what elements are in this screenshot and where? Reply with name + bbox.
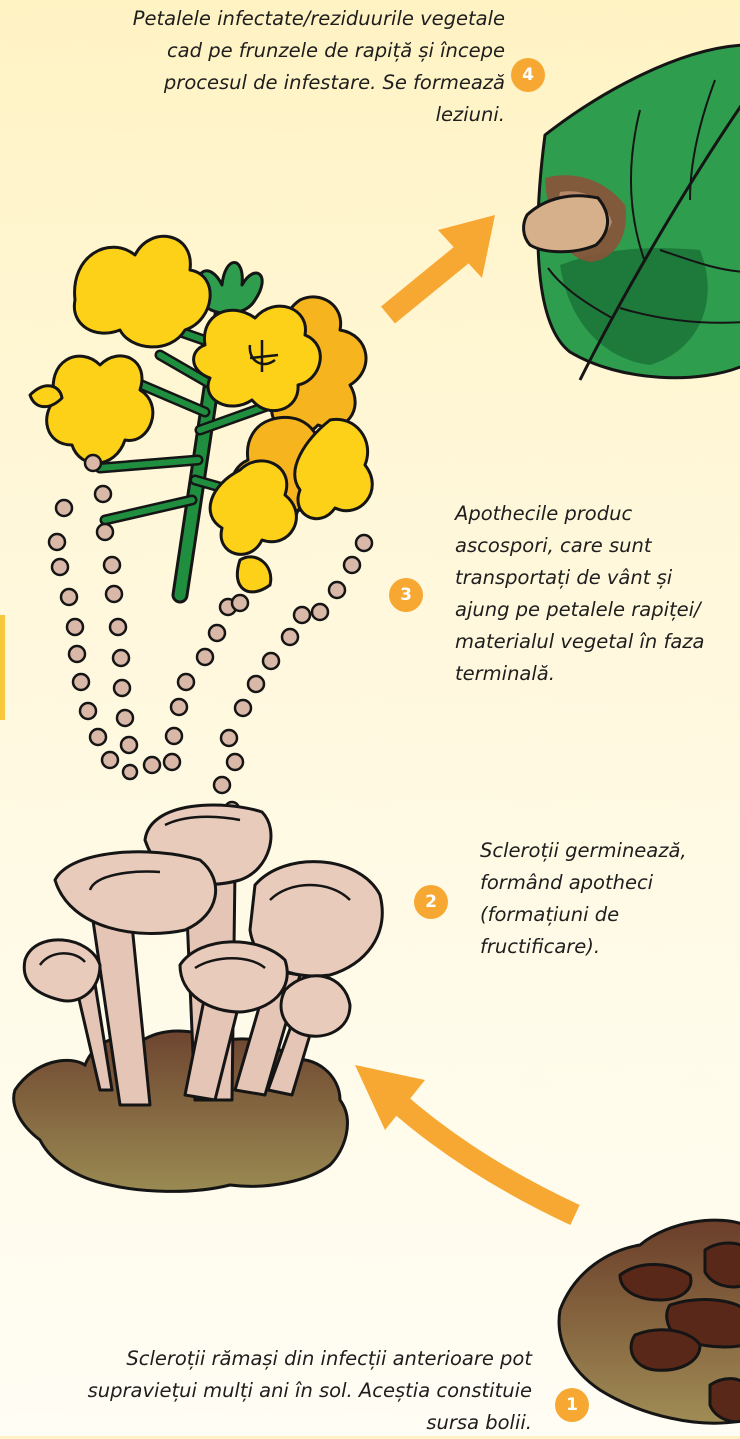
apothecia-icon [24,805,382,1105]
step-4-text: Petalele infectate/reziduurile vegetale … [100,3,505,131]
step-1-text: Scleroții rămași din infecții anterioare… [70,1343,532,1439]
arrow-icon [355,1065,575,1215]
step-2-badge: 2 [414,885,448,919]
step-4-badge: 4 [511,58,545,92]
arrow-icon [388,215,495,315]
step-3-badge: 3 [389,578,423,612]
leaf-with-lesion-icon [524,45,740,380]
step-1-badge: 1 [555,1388,589,1422]
side-accent-bar [0,615,5,720]
step-3-text: Apothecile produc ascospori, care sunt t… [455,498,725,690]
step-2-text: Scleroții germinează, formând apotheci (… [480,835,725,963]
rapeseed-flower-icon [30,236,372,595]
sclerotia-icon [559,1220,740,1423]
